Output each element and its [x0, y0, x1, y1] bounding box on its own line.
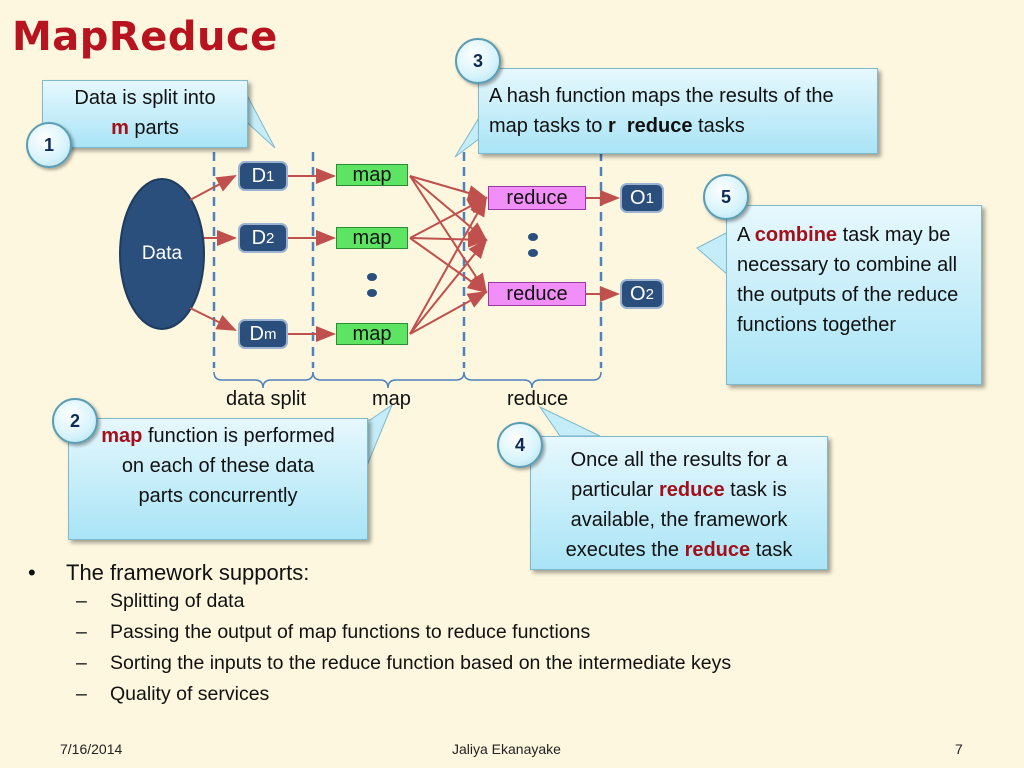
callout-4-emphasis-1: reduce	[658, 479, 725, 501]
callout-5: A combine task may be necessary to combi…	[726, 205, 982, 385]
callout-5-emphasis: combine	[754, 224, 838, 246]
callout-4: Once all the results for a particular re…	[530, 436, 828, 570]
bullet-list: •The framework supports: –Splitting of d…	[28, 560, 731, 710]
badge-2: 2	[52, 398, 98, 444]
callout-3-r: r	[607, 115, 616, 137]
bullet-main: •The framework supports:	[28, 560, 310, 585]
map-task-2: map	[336, 227, 408, 249]
callout-3-post: tasks	[692, 115, 745, 137]
footer-page-number: 7	[955, 741, 963, 757]
callout-3-pre: A hash function maps the results of the …	[489, 85, 834, 137]
reduce-task-1: reduce	[488, 186, 586, 210]
page-title: MapReduce	[12, 14, 278, 60]
callout-1-rest: parts	[128, 117, 179, 139]
stage-label-data-split: data split	[226, 388, 307, 410]
callout-5-post: task may be necessary to combine all the…	[737, 224, 959, 336]
bullet-sub-1: –Splitting of data	[76, 590, 245, 612]
callout-4-pre: Once all the results for a particular	[570, 449, 788, 501]
badge-1: 1	[26, 122, 72, 168]
badge-5: 5	[703, 174, 749, 220]
callout-4-mid: task is available, the framework execute…	[565, 479, 788, 561]
stage-label-reduce: reduce	[507, 388, 569, 410]
bullet-sub-4: –Quality of services	[76, 683, 270, 705]
callout-1-emphasis: m	[111, 117, 129, 139]
callout-3-reduce: reduce	[626, 115, 693, 137]
map-task-m: map	[336, 323, 408, 345]
stage-label-map: map	[372, 388, 411, 410]
badge-4: 4	[497, 422, 543, 468]
callout-1-line1: Data is split into	[74, 87, 216, 109]
data-source-label: Data	[141, 243, 183, 264]
data-ellipse	[119, 178, 205, 330]
callout-1: Data is split into m parts	[42, 80, 248, 148]
callout-4-emphasis-2: reduce	[684, 539, 751, 561]
stage-braces	[213, 371, 602, 389]
bullet-sub-2: –Passing the output of map functions to …	[76, 621, 591, 643]
callout-2-rest: function is performed on each of these d…	[121, 425, 335, 507]
callout-3: A hash function maps the results of the …	[478, 68, 878, 154]
callout-4-post: task	[750, 539, 793, 561]
callout-5-pre: A	[737, 224, 755, 246]
footer-author: Jaliya Ekanayake	[452, 741, 561, 757]
badge-3: 3	[455, 38, 501, 84]
ellipsis-dots	[367, 233, 538, 297]
flow-arrows	[189, 168, 620, 342]
reduce-task-r: reduce	[488, 282, 586, 306]
callout-2-emphasis: map	[101, 425, 143, 447]
footer-date: 7/16/2014	[60, 741, 123, 757]
callout-2: map function is performed on each of the…	[68, 418, 368, 540]
bullet-sub-3: –Sorting the inputs to the reduce functi…	[76, 652, 732, 674]
map-task-1: map	[336, 164, 408, 186]
